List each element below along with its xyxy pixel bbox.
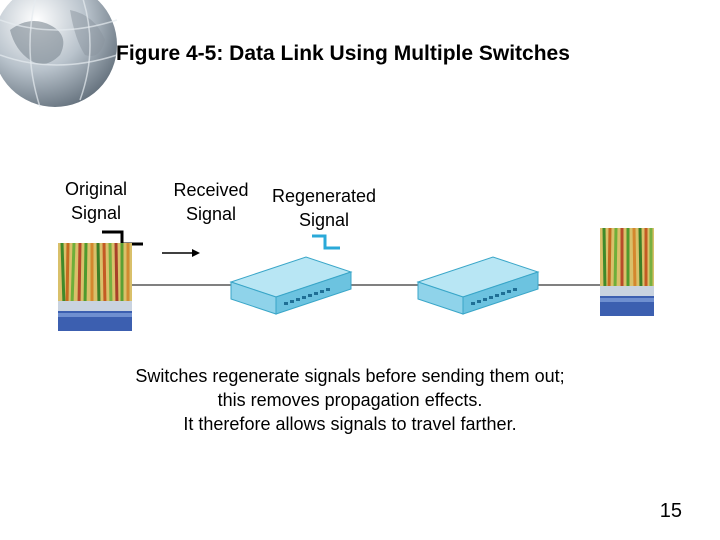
slide-title: Figure 4-5: Data Link Using Multiple Swi… [116,42,570,65]
original-label-line2: Signal [70,203,122,223]
caption-line2: this removes propagation effects. [217,390,483,410]
received-signal-label: Received Signal [165,178,257,226]
switch-icon [416,256,540,315]
cable-image-right [600,228,654,316]
regenerated-signal-pulse [312,234,340,250]
globe-logo [0,0,118,108]
regenerated-label-line1: Regenerated [271,186,377,206]
original-signal-label: Original Signal [55,177,137,225]
received-label-line2: Signal [185,204,237,224]
switch-icon [229,256,353,315]
page-number: 15 [659,500,682,522]
original-label-line1: Original [64,179,128,199]
caption: Switches regenerate signals before sendi… [60,364,640,436]
regenerated-label-line2: Signal [298,210,350,230]
arrow-head [192,249,200,257]
caption-line1: Switches regenerate signals before sendi… [135,366,565,386]
regenerated-signal-label: Regenerated Signal [266,184,382,232]
caption-line3: It therefore allows signals to travel fa… [183,414,517,434]
cable-image-left [58,243,132,331]
received-label-line1: Received [173,180,249,200]
